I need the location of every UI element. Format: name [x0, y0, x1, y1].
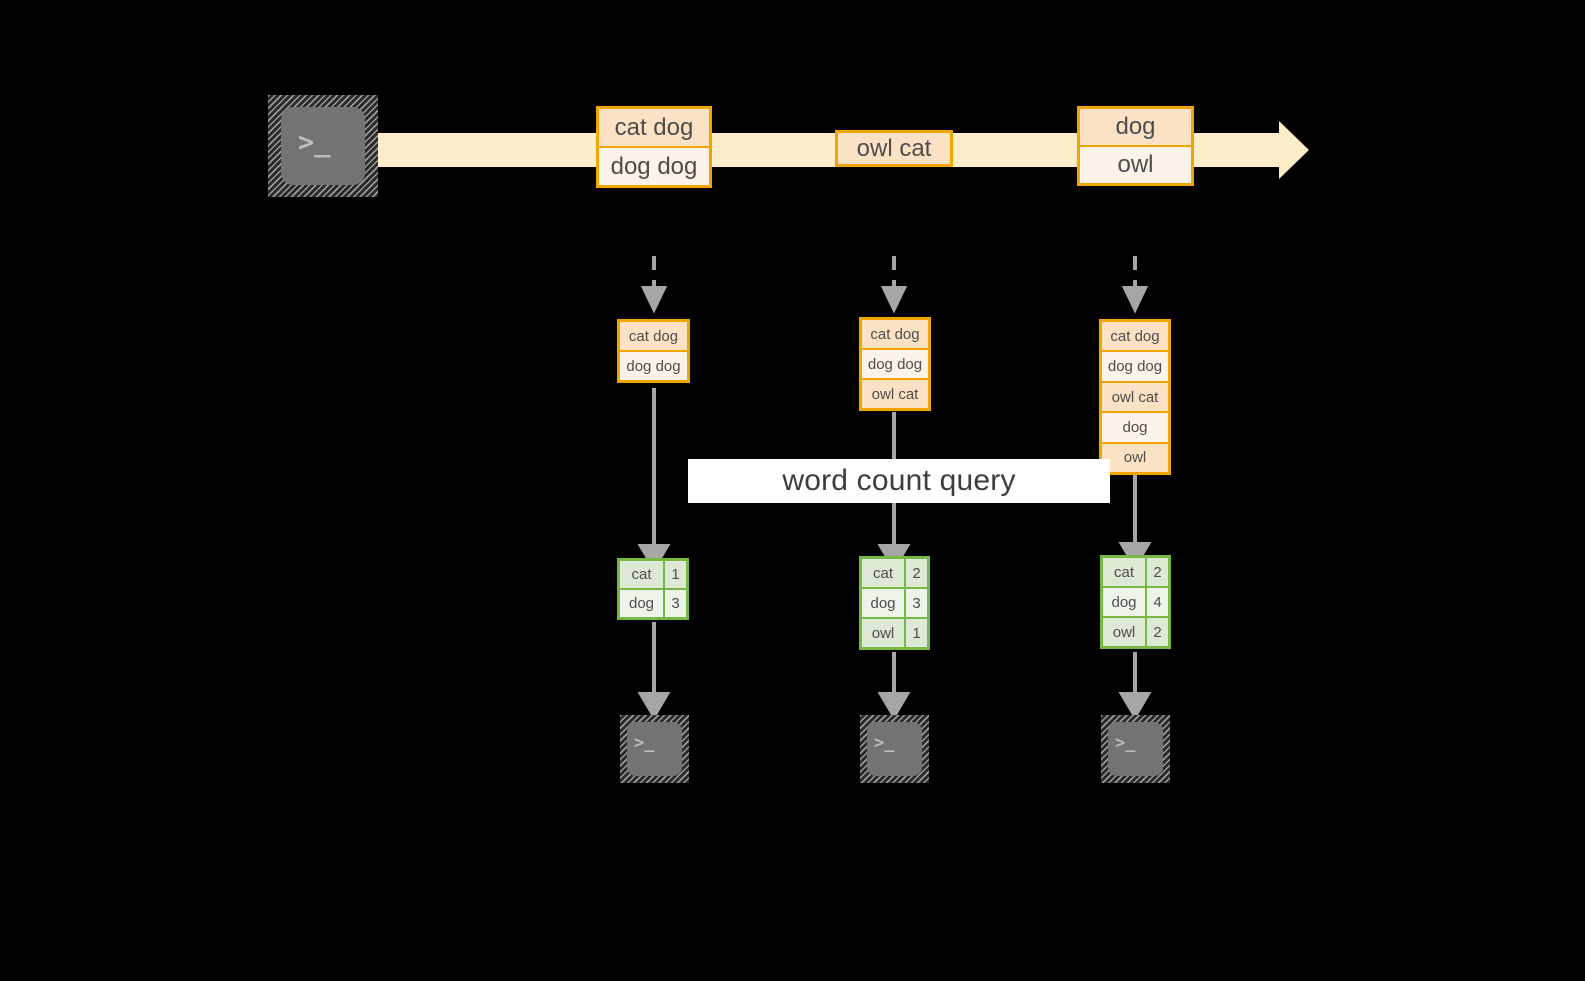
- dashed-ingest-arrows: [640, 256, 1149, 314]
- record-line: dog: [1102, 413, 1168, 444]
- count-word: dog: [620, 590, 665, 617]
- terminal-icon-source[interactable]: >_: [268, 95, 378, 197]
- table-row: owl 2: [1103, 618, 1168, 646]
- record-line: owl: [1080, 147, 1191, 183]
- terminal-prompt-glyph: >_: [874, 733, 895, 753]
- record-line: dog dog: [620, 352, 687, 380]
- count-value: 1: [912, 624, 921, 642]
- record-line: dog: [1080, 109, 1191, 147]
- count-word: owl: [862, 619, 906, 647]
- terminal-icon-sink-t3[interactable]: >_: [1101, 715, 1170, 783]
- stream-event-1[interactable]: cat dog dog dog: [596, 106, 712, 188]
- table-row: dog 4: [1103, 588, 1168, 618]
- count-word: dog: [1103, 588, 1147, 616]
- record-line: owl cat: [838, 133, 950, 164]
- terminal-face: [1108, 722, 1163, 776]
- count-value: 2: [1153, 563, 1162, 581]
- terminal-face: [281, 107, 365, 185]
- stream-event-2[interactable]: owl cat: [835, 130, 953, 167]
- table-row: cat 1: [620, 561, 686, 590]
- snapshot-t3-counts[interactable]: cat 2 dog 4 owl 2: [1100, 555, 1171, 649]
- record-line: cat dog: [1102, 322, 1168, 353]
- terminal-icon-sink-t2[interactable]: >_: [860, 715, 929, 783]
- record-line: dog dog: [1102, 352, 1168, 383]
- table-row: dog 3: [620, 590, 686, 617]
- count-word: cat: [1103, 558, 1147, 586]
- table-row: owl 1: [862, 619, 927, 647]
- record-line: dog dog: [862, 350, 928, 380]
- table-row: cat 2: [1103, 558, 1168, 588]
- record-line: owl cat: [1102, 382, 1168, 414]
- count-word: dog: [862, 589, 906, 617]
- count-value: 4: [1153, 593, 1162, 611]
- terminal-prompt-glyph: >_: [298, 127, 331, 158]
- table-row: dog 3: [862, 589, 927, 619]
- snapshot-t2-records[interactable]: cat dog dog dog owl cat: [859, 317, 931, 411]
- count-value: 3: [912, 594, 921, 612]
- record-line: dog dog: [599, 148, 709, 185]
- record-line: owl: [1102, 443, 1168, 473]
- query-banner-label: word count query: [782, 464, 1016, 497]
- count-word: cat: [862, 559, 906, 587]
- terminal-prompt-glyph: >_: [634, 733, 655, 753]
- snapshot-t3-records[interactable]: cat dog dog dog owl cat dog owl: [1099, 319, 1171, 475]
- terminal-icon-sink-t1[interactable]: >_: [620, 715, 689, 783]
- record-line: cat dog: [599, 109, 709, 148]
- count-value: 2: [1153, 623, 1162, 641]
- count-value: 3: [671, 595, 680, 612]
- count-word: cat: [620, 561, 665, 588]
- record-line: cat dog: [620, 322, 687, 352]
- record-line: owl cat: [862, 380, 928, 408]
- query-banner: word count query: [688, 459, 1110, 503]
- table-row: cat 2: [862, 559, 927, 589]
- snapshot-t1-records[interactable]: cat dog dog dog: [617, 319, 690, 383]
- snapshot-t1-counts[interactable]: cat 1 dog 3: [617, 558, 689, 620]
- stream-event-3[interactable]: dog owl: [1077, 106, 1194, 186]
- count-word: owl: [1103, 618, 1147, 646]
- terminal-face: [867, 722, 922, 776]
- snapshot-t2-counts[interactable]: cat 2 dog 3 owl 1: [859, 556, 930, 650]
- terminal-prompt-glyph: >_: [1115, 733, 1136, 753]
- count-value: 2: [912, 564, 921, 582]
- count-value: 1: [671, 566, 680, 583]
- terminal-face: [627, 722, 682, 776]
- record-line: cat dog: [862, 320, 928, 350]
